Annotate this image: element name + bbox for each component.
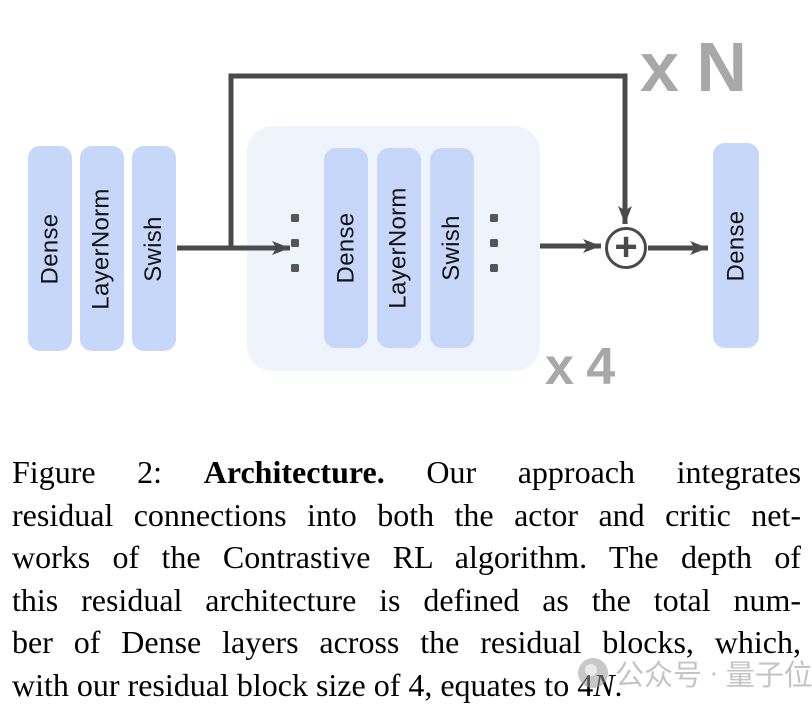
watermark-logo-icon bbox=[578, 658, 608, 688]
ellipsis-dots-left bbox=[291, 214, 299, 272]
caption-line-2: residual connections into both the actor… bbox=[12, 496, 801, 533]
layer-label: LayerNorm bbox=[88, 187, 115, 310]
diagram-wires bbox=[177, 73, 708, 272]
caption-text: . bbox=[614, 666, 623, 703]
layer-label: Swish bbox=[140, 215, 167, 282]
layer-label: LayerNorm bbox=[385, 187, 412, 309]
skip-connection-arrow bbox=[228, 73, 632, 248]
summation-node: + bbox=[605, 227, 647, 269]
figure-caption: Figure 2: Architecture. Our approach int… bbox=[12, 451, 801, 707]
watermark: 公众号 · 量子位 bbox=[578, 653, 812, 693]
caption-line-4: this residual architecture is defined as… bbox=[12, 581, 801, 618]
figure-number: Figure 2: bbox=[12, 454, 204, 490]
layer-input-dense: Dense bbox=[28, 146, 72, 351]
caption-text: with our residual block size of 4, equat… bbox=[12, 666, 594, 703]
layer-label: Dense bbox=[722, 210, 749, 281]
layer-block-swish: Swish bbox=[430, 148, 474, 348]
layer-label: Swish bbox=[438, 215, 465, 281]
caption-line-5: ber of Dense layers across the residual … bbox=[12, 624, 801, 661]
inner-repeat-multiplier: x 4 bbox=[545, 338, 615, 396]
layer-label: Dense bbox=[36, 213, 63, 284]
caption-text: Our approach integrates bbox=[426, 454, 802, 490]
layer-output-dense: Dense bbox=[713, 143, 759, 348]
layer-label: Dense bbox=[332, 212, 359, 284]
watermark-separator: · bbox=[709, 656, 719, 689]
outer-repeat-multiplier: x N bbox=[640, 28, 747, 106]
layer-input-layernorm: LayerNorm bbox=[80, 146, 124, 351]
watermark-text: 公众号 bbox=[615, 660, 703, 692]
caption-line-1: Figure 2: Architecture. Our approach int… bbox=[12, 451, 801, 494]
plus-sign: + bbox=[614, 224, 638, 269]
layer-block-layernorm: LayerNorm bbox=[377, 148, 421, 348]
caption-title: Architecture. bbox=[203, 454, 427, 490]
watermark-text: 量子位 bbox=[725, 660, 812, 692]
layer-input-swish: Swish bbox=[132, 146, 176, 351]
caption-line-6: with our residual block size of 4, equat… bbox=[12, 664, 801, 707]
ellipsis-dots-right bbox=[490, 214, 498, 272]
architecture-diagram: Dense LayerNorm Swish Dense LayerNorm Sw… bbox=[28, 28, 759, 396]
layer-block-dense: Dense bbox=[324, 148, 368, 348]
caption-line-3: works of the Contrastive RL algorithm. T… bbox=[12, 539, 801, 576]
